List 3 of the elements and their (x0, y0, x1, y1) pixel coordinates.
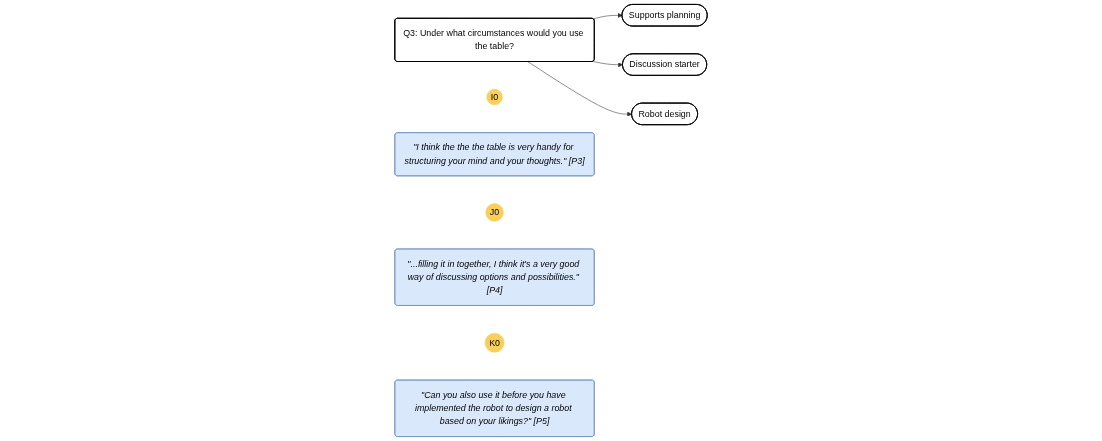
node-circle: K0 (484, 332, 505, 353)
node-circle: J0 (485, 203, 504, 222)
node-circle: I0 (486, 88, 503, 106)
